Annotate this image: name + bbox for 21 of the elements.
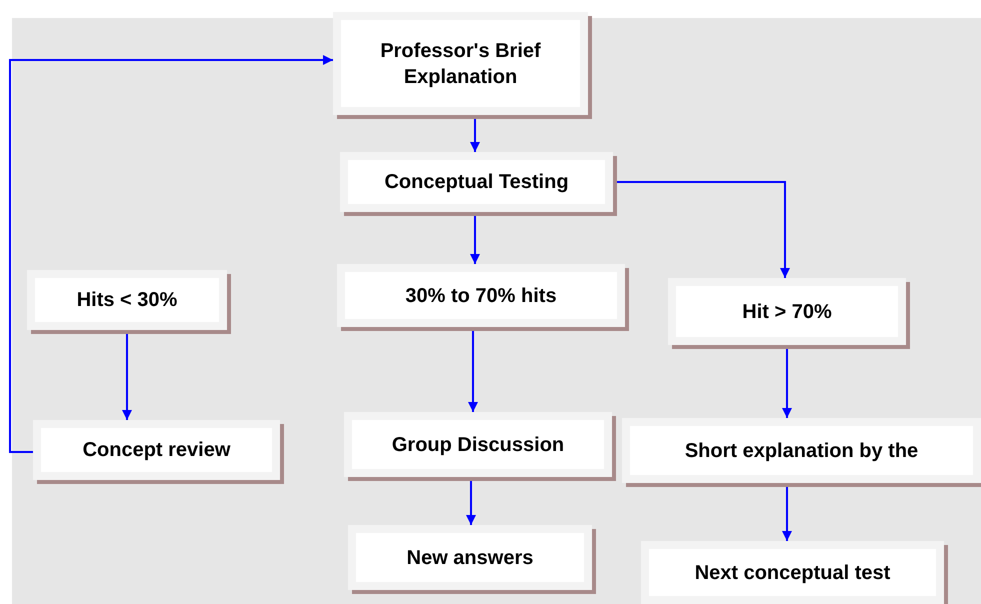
process-box <box>344 412 612 477</box>
process-box <box>337 264 625 327</box>
box-label: 30% to 70% hits <box>405 284 557 308</box>
process-box <box>622 418 981 483</box>
box-label: Conceptual Testing <box>384 170 569 195</box>
process-box <box>340 152 613 212</box>
process-box <box>668 278 906 345</box>
box-label: New answers <box>406 546 534 570</box>
process-box <box>333 12 588 115</box>
box-label: Professor's Brief Explanation <box>379 38 542 90</box>
box-label: Hit > 70% <box>742 300 832 324</box>
box-label: Hits < 30% <box>76 288 178 313</box>
process-box <box>641 541 944 604</box>
process-box <box>348 525 592 590</box>
box-label: Group Discussion <box>392 432 564 458</box>
box-label: Concept review <box>82 438 230 463</box>
process-box <box>27 270 227 330</box>
box-label: Next conceptual test <box>694 560 890 586</box>
box-label: Short explanation by the <box>684 438 918 464</box>
arrow <box>9 55 333 453</box>
process-box <box>33 420 280 480</box>
